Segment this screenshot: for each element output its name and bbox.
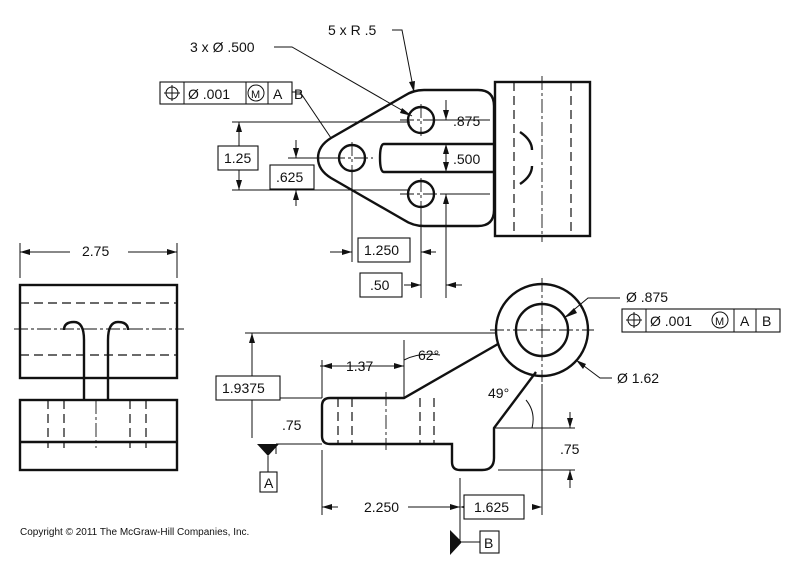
top-boss [493, 80, 592, 238]
dim-75-right: .75 [560, 441, 580, 457]
dim-625: .625 [276, 169, 303, 185]
dim-1250: 1.250 [364, 242, 399, 258]
dim-19375: 1.9375 [222, 380, 265, 396]
dim-75-left: .75 [282, 417, 302, 433]
side-view [14, 243, 184, 472]
fcf-top-modifier: M [251, 89, 260, 101]
fcf-top [159, 81, 293, 105]
fcf-top-tolerance: Ø .001 [188, 86, 230, 102]
side-upper [18, 283, 179, 380]
dim-bore-dia: Ø .875 [626, 289, 668, 305]
dim-boss-dia: Ø 1.62 [617, 370, 659, 386]
front-view [245, 278, 620, 555]
dim-500: .500 [453, 151, 480, 167]
holes-callout: 3 x Ø .500 [190, 39, 255, 55]
dim-137: 1.37 [346, 358, 373, 374]
fcf-right-modifier: M [715, 316, 724, 328]
datum-a-label: A [264, 475, 274, 491]
front-body-outline [320, 342, 537, 472]
fcf-right [621, 308, 781, 333]
dim-875: .875 [453, 113, 480, 129]
datum-b-label: B [484, 535, 493, 551]
dim-1625: 1.625 [474, 499, 509, 515]
copyright-text: Copyright © 2011 The McGraw-Hill Compani… [20, 527, 249, 538]
dim-275: 2.75 [82, 243, 109, 259]
datum-a-triangle [257, 444, 279, 456]
datum-b-triangle [450, 530, 462, 555]
fcf-right-datum1: A [740, 313, 750, 329]
dim-2250: 2.250 [364, 499, 399, 515]
fcf-top-datum2: B [294, 86, 303, 102]
dim-62deg: 62° [418, 347, 439, 363]
fcf-top-datum1: A [273, 86, 283, 102]
dim-49deg: 49° [488, 385, 509, 401]
radius-callout: 5 x R .5 [328, 22, 376, 38]
dim-125: 1.25 [224, 150, 251, 166]
dim-50: .50 [370, 277, 390, 293]
fcf-right-tolerance: Ø .001 [650, 313, 692, 329]
fcf-right-datum2: B [762, 313, 771, 329]
side-lower [18, 398, 179, 472]
